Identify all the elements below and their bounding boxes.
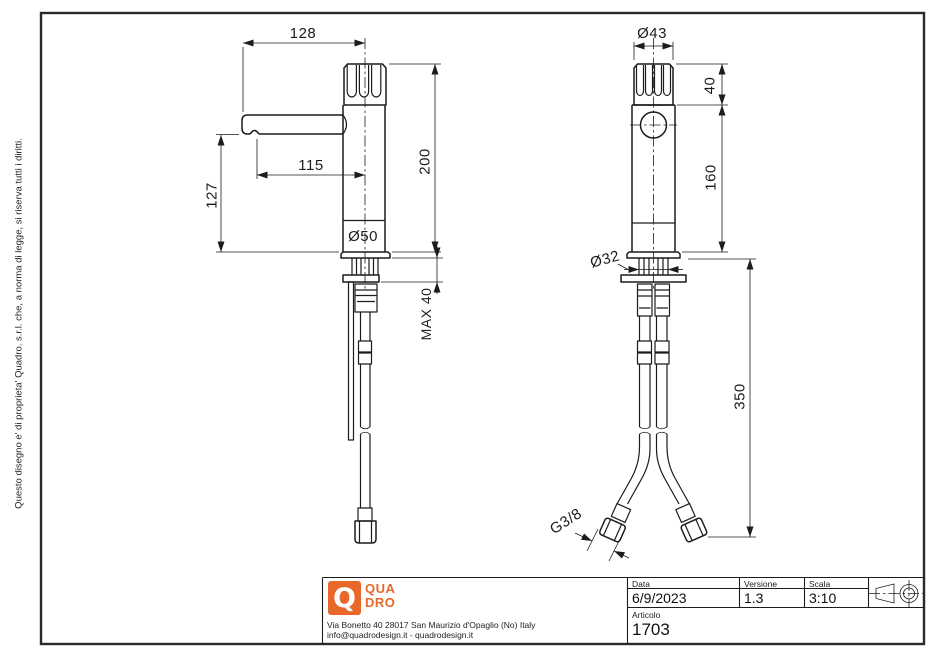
field-value-articolo: 1703	[632, 620, 670, 639]
dim-label-115: 115	[298, 157, 324, 174]
dim-label-d43: Ø43	[637, 25, 667, 42]
address-line-2: info@quadrodesign.it - quadrodesign.it	[327, 630, 474, 640]
field-label-articolo: Articolo	[632, 610, 661, 620]
field-value-versione: 1.3	[744, 590, 764, 606]
field-value-scala: 3:10	[809, 590, 837, 606]
sheet-frame	[39, 11, 926, 646]
logo-word-dro: DRO	[365, 595, 396, 610]
field-label-data: Data	[632, 579, 650, 589]
dim-label-160: 160	[702, 164, 720, 191]
field-label-versione: Versione	[744, 579, 778, 589]
side-view-dimensions	[216, 39, 443, 294]
dim-label-128: 128	[289, 25, 317, 42]
faucet-side-view	[241, 38, 391, 544]
dim-label-max40: MAX 40	[418, 287, 434, 341]
quadro-logo: Q	[328, 581, 361, 615]
projection-symbol-icon	[869, 580, 923, 607]
logo-q-glyph: Q	[333, 582, 356, 614]
title-block-grid	[321, 576, 924, 644]
faucet-front-view	[599, 38, 708, 543]
field-value-data: 6/9/2023	[632, 590, 687, 606]
property-note: Questo disegno e' di proprieta' Quadro. …	[13, 138, 25, 509]
logo-word-qua: QUA	[365, 581, 396, 596]
dim-label-350: 350	[731, 383, 749, 410]
dim-label-127: 127	[203, 182, 221, 209]
dim-label-200: 200	[416, 148, 434, 175]
front-view-dimensions	[574, 42, 756, 562]
dim-label-40: 40	[701, 76, 719, 95]
field-label-scala: Scala	[809, 579, 831, 589]
address-line-1: Via Bonetto 40 28017 San Maurizio d'Opag…	[327, 620, 536, 630]
dim-label-d50: Ø50	[348, 228, 378, 245]
